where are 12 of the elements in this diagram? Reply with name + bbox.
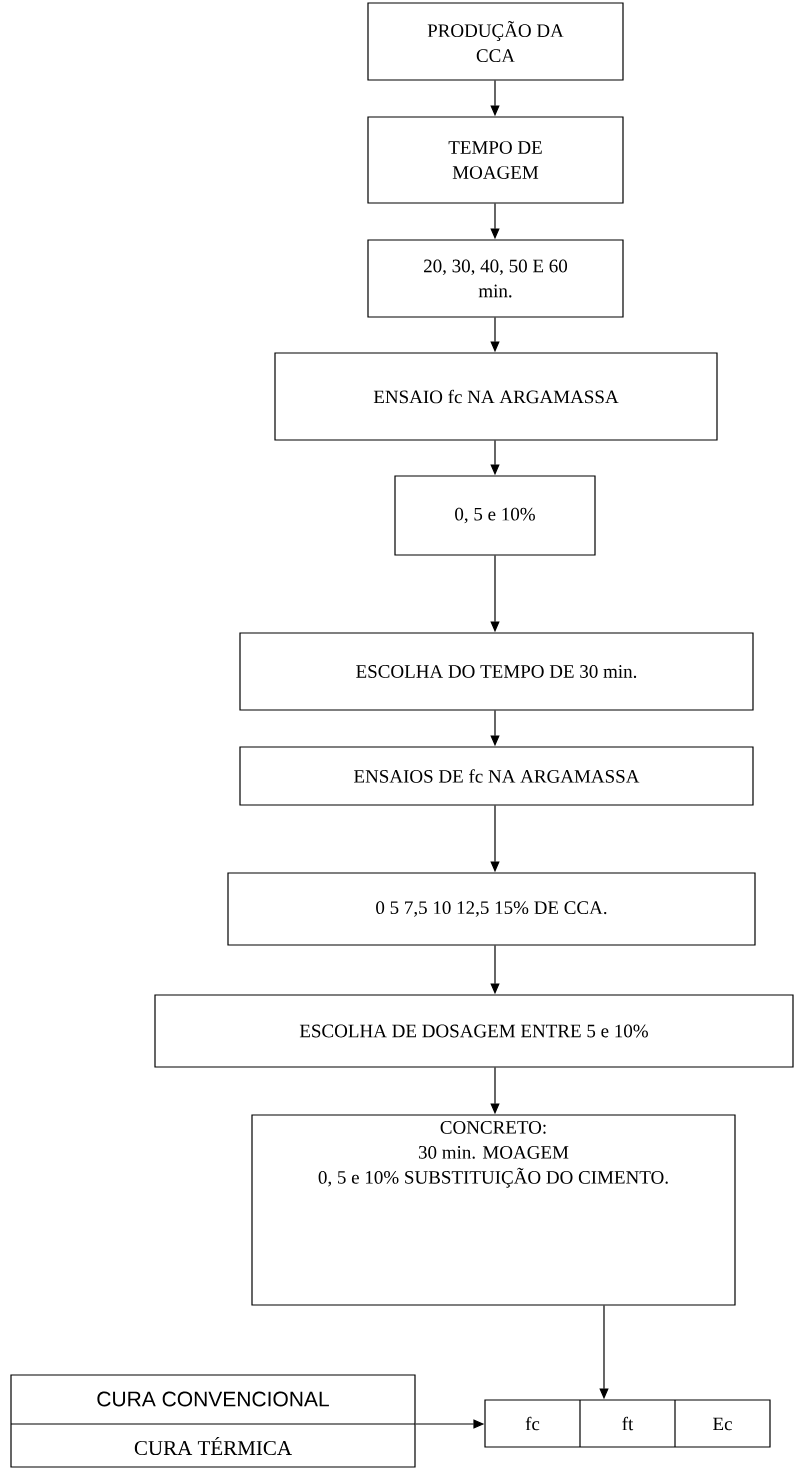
table-box: fc ft Ec	[484, 1399, 771, 1448]
process-box: 0, 5 e 10%	[394, 475, 596, 556]
process-box: ENSAIOS DE fc NA ARGAMASSA	[239, 746, 754, 806]
process-box: ESCOLHA DE DOSAGEM ENTRE 5 e 10%	[154, 994, 794, 1068]
process-box: 0 5 7,5 10 12,5 15% DE CCA.	[227, 872, 756, 946]
process-box: ENSAIO fc NA ARGAMASSA	[274, 352, 718, 441]
process-box: 20, 30, 40, 50 E 60 min.	[367, 239, 624, 318]
process-box: TEMPO DE MOAGEM	[367, 116, 624, 204]
process-box: PRODUÇÃO DA CCA	[367, 2, 624, 81]
process-box: CONCRETO: 30 min. MOAGEM 0, 5 e 10% SUBSTITUIÇÃO DO CIMENTO.	[251, 1114, 736, 1306]
table-box: CURA CONVENCIONAL CURA TÉRMICA	[10, 1374, 416, 1468]
process-box: ESCOLHA DO TEMPO DE 30 min.	[239, 632, 754, 711]
